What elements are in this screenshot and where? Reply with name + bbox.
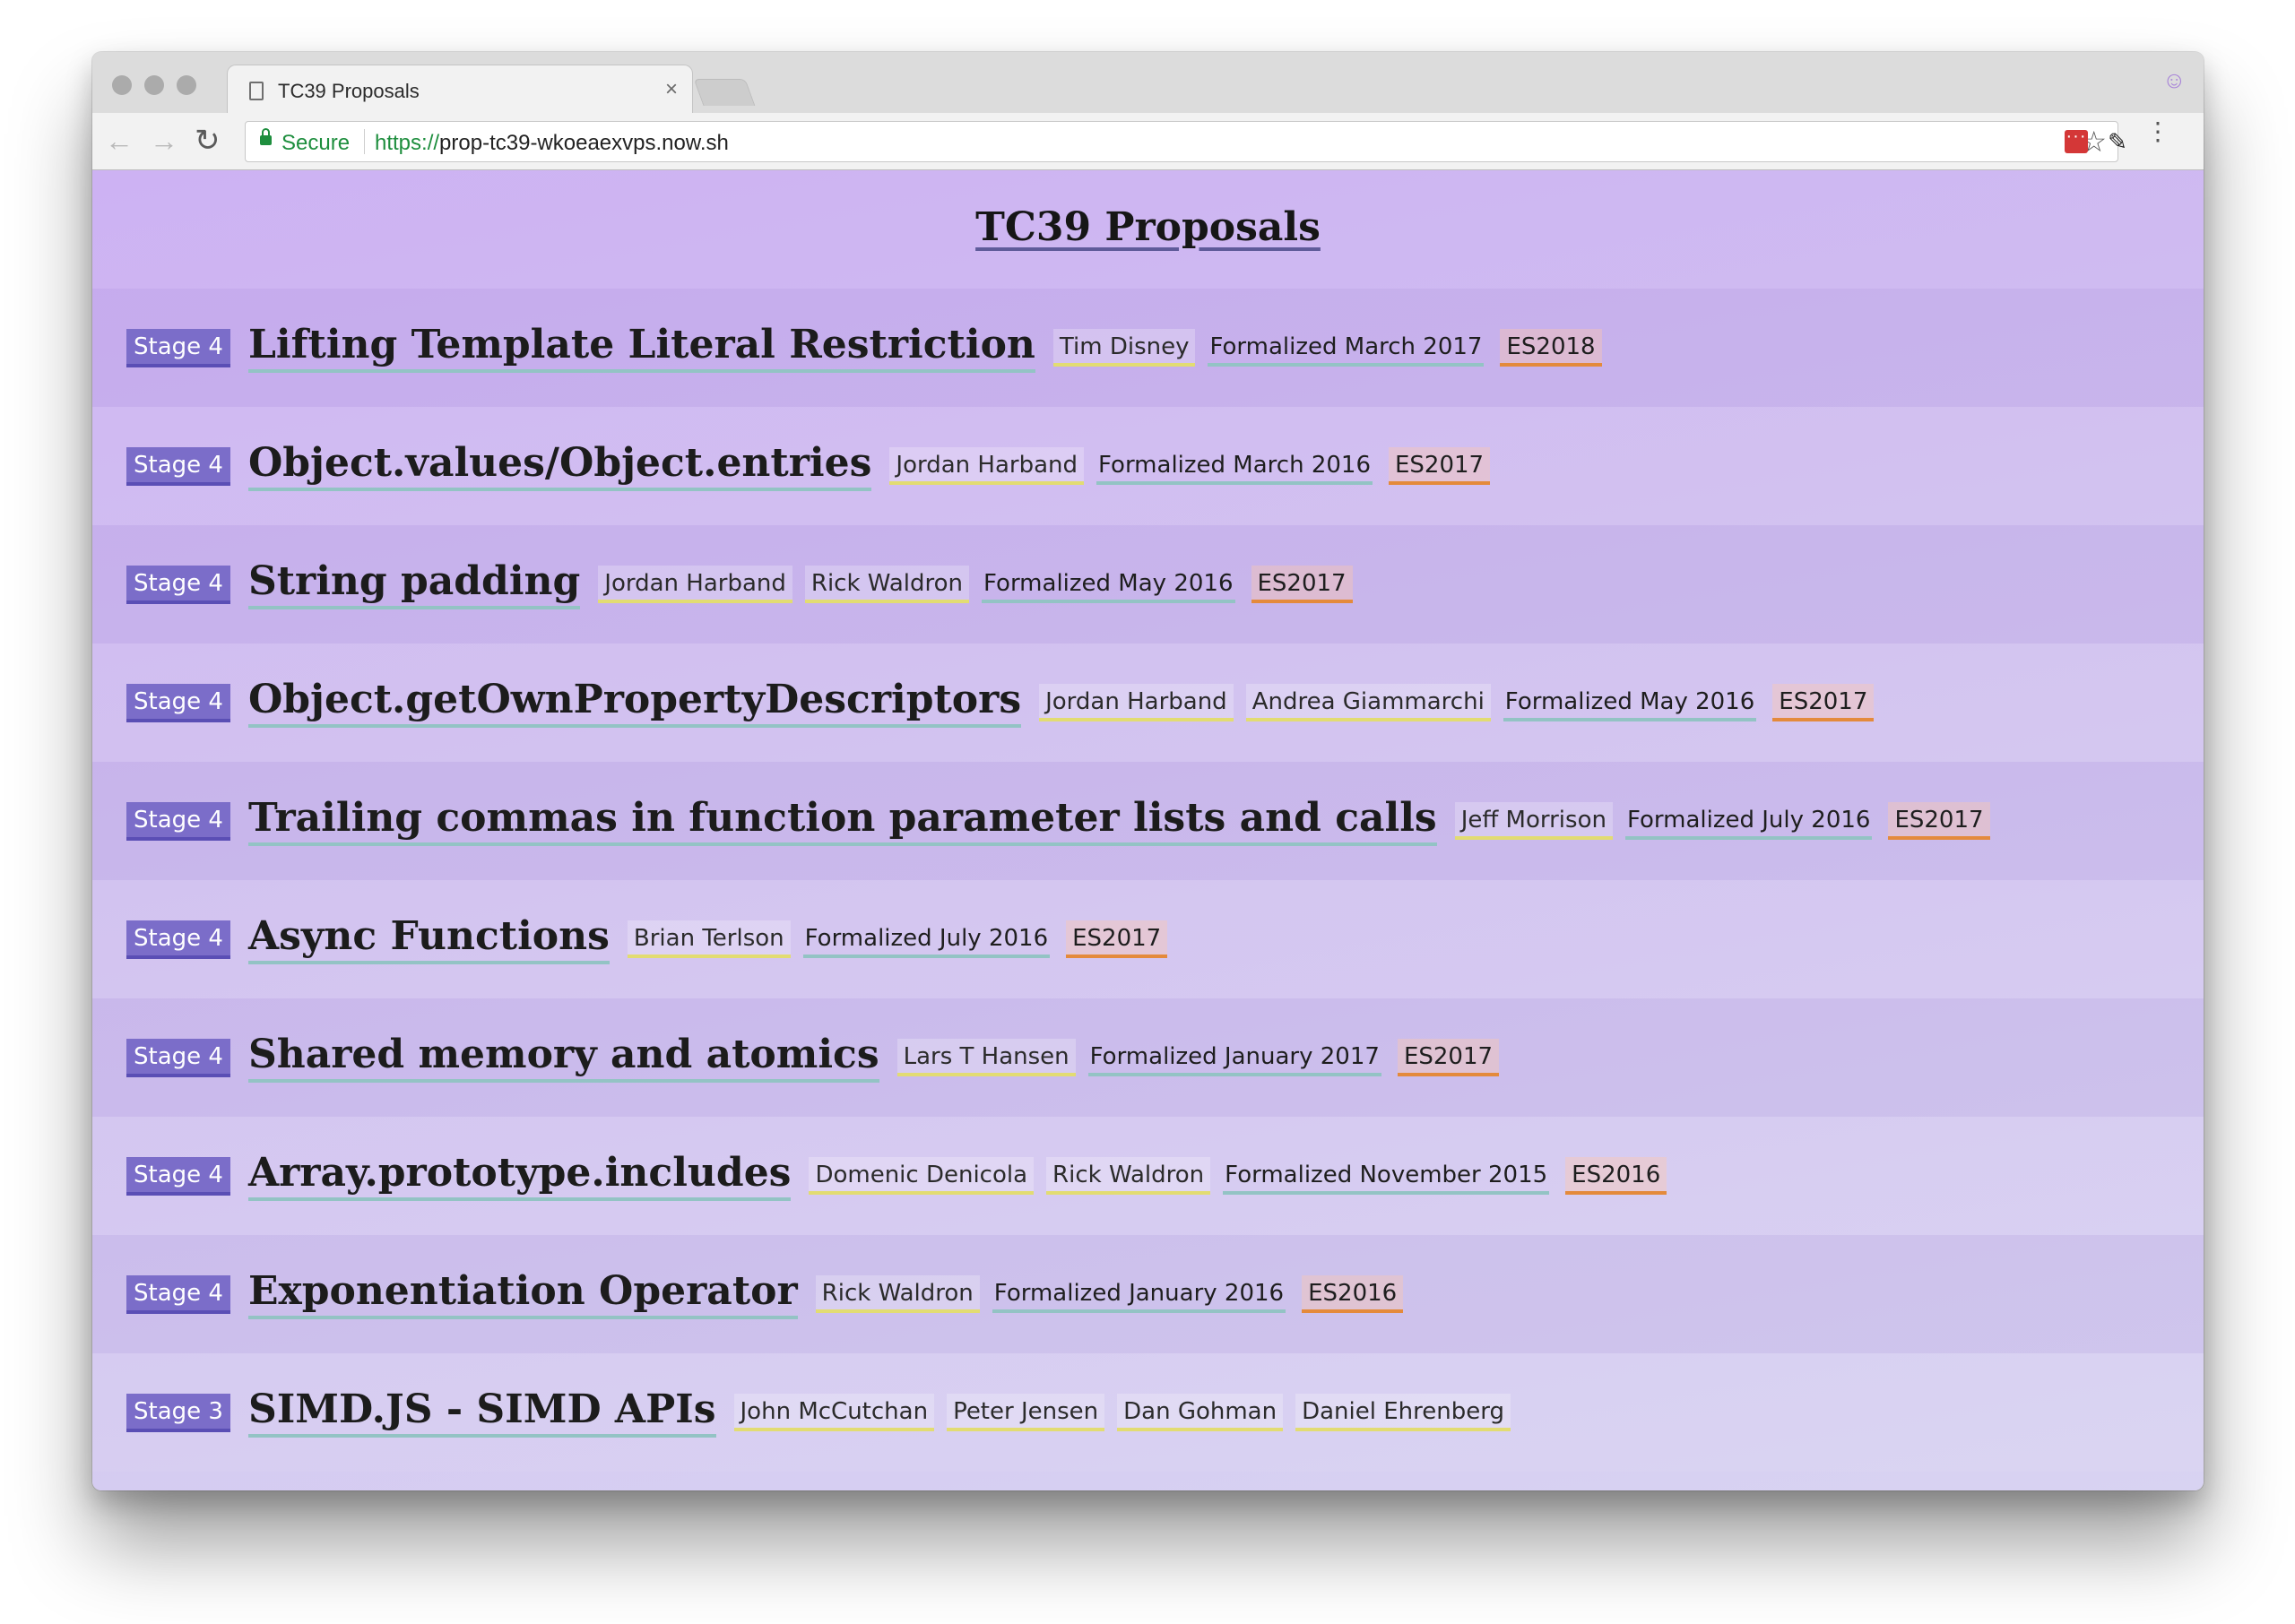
stage-badge: Stage 3	[126, 1393, 230, 1432]
champion-tag: Jordan Harband	[598, 566, 792, 603]
extension-icon[interactable]: ···	[2065, 127, 2088, 153]
es-version-badge: ES2016	[1565, 1157, 1667, 1195]
forward-icon[interactable]: →	[150, 125, 178, 157]
champion-tag: Rick Waldron	[1046, 1157, 1211, 1195]
formalized-date-link[interactable]: Formalized May 2016	[982, 566, 1235, 603]
proposal-title-link[interactable]: String padding	[247, 559, 581, 609]
champion-tag: Lars T Hansen	[896, 1039, 1076, 1076]
page-title[interactable]: TC39 Proposals	[975, 204, 1321, 250]
formalized-date-link[interactable]: Formalized May 2016	[1503, 684, 1757, 721]
url-text[interactable]: https://prop-tc39-wkoeaexvps.now.sh	[375, 131, 729, 156]
formalized-date-link[interactable]: Formalized March 2016	[1096, 447, 1373, 485]
back-icon[interactable]: ←	[105, 125, 134, 157]
proposal-title-link[interactable]: Shared memory and atomics	[247, 1032, 879, 1083]
profile-icon[interactable]: ☺	[2162, 66, 2187, 93]
stage-badge: Stage 4	[126, 920, 230, 959]
proposal-row: Stage 4 Object.values/Object.entries Jorda…	[92, 407, 2204, 525]
stage-badge: Stage 4	[126, 565, 230, 604]
stage-badge: Stage 4	[126, 1156, 230, 1196]
stage-badge: Stage 4	[126, 1038, 230, 1077]
champion-tag: John McCutchan	[733, 1394, 935, 1431]
champion-tag: Daniel Ehrenberg	[1295, 1394, 1511, 1431]
champion-tag: Jeff Morrison	[1454, 802, 1613, 840]
es-version-badge: ES2017	[1251, 566, 1353, 603]
stage-badge: Stage 4	[126, 328, 230, 367]
champion-tag: Rick Waldron	[804, 566, 970, 603]
proposal-title-link[interactable]: Array.prototype.includes	[247, 1151, 792, 1201]
proposal-title-link[interactable]: SIMD.JS - SIMD APIs	[247, 1387, 716, 1438]
toolbar: ← → ↻ Secure https://prop-tc39-wkoeaexvp…	[92, 113, 2204, 170]
stage-badge: Stage 4	[126, 683, 230, 722]
new-tab-icon[interactable]	[693, 79, 756, 106]
tab-title: TC39 Proposals	[278, 80, 420, 102]
proposal-row: Stage 3 SIMD.JS - SIMD APIs John McCutchan…	[92, 1353, 2204, 1472]
proposal-row: Stage 4 String padding Jordan Harband Rick …	[92, 525, 2204, 644]
proposal-row: Stage 4 Lifting Template Literal Restrict…	[92, 289, 2204, 407]
extension-icon[interactable]: ✎	[2108, 128, 2127, 155]
url-separator	[364, 129, 365, 154]
champion-tag: Dan Gohman	[1117, 1394, 1284, 1431]
proposal-row: Stage 4 Async Functions Brian Terlson Forma…	[92, 880, 2204, 998]
address-bar[interactable]: Secure https://prop-tc39-wkoeaexvps.now.…	[245, 121, 2118, 162]
reload-icon[interactable]: ↻	[195, 124, 221, 158]
close-icon[interactable]: ×	[664, 77, 678, 101]
proposal-title-link[interactable]: Object.getOwnPropertyDescriptors	[247, 678, 1022, 728]
es-version-badge: ES2017	[1888, 802, 1990, 840]
formalized-date-link[interactable]: Formalized January 2016	[992, 1275, 1286, 1313]
stage-badge: Stage 4	[126, 801, 230, 841]
proposal-title-link[interactable]: Trailing commas in function parameter li…	[247, 796, 1437, 846]
es-version-badge: ES2017	[1772, 684, 1875, 721]
proposal-title-link[interactable]: Lifting Template Literal Restriction	[247, 323, 1035, 373]
proposal-title-link[interactable]: Async Functions	[247, 914, 610, 964]
url-host: prop-tc39-wkoeaexvps.now.sh	[439, 131, 729, 155]
proposal-row: Stage 4 Array.prototype.includes Domenic D…	[92, 1117, 2204, 1235]
url-scheme: https://	[375, 131, 440, 155]
browser-window: TC39 Proposals × ☺ ← → ↻ Secure https://…	[92, 52, 2204, 1490]
stage-badge: Stage 4	[126, 1274, 230, 1314]
document-icon	[249, 82, 264, 100]
zoom-window-button[interactable]	[177, 75, 196, 95]
page-content: TC39 Proposals Stage 4 Lifting Template L…	[92, 170, 2204, 1490]
minimize-window-button[interactable]	[144, 75, 164, 95]
champion-tag: Tim Disney	[1052, 329, 1196, 367]
champion-tag: Brian Terlson	[627, 920, 791, 958]
es-version-badge: ES2017	[1397, 1039, 1500, 1076]
champion-tag: Domenic Denicola	[809, 1157, 1035, 1195]
es-version-badge: ES2018	[1500, 329, 1602, 367]
page-header: TC39 Proposals	[92, 170, 2204, 289]
champion-tag: Jordan Harband	[1039, 684, 1234, 721]
es-version-badge: ES2016	[1302, 1275, 1404, 1313]
menu-icon[interactable]: ⋮	[2145, 117, 2170, 145]
lock-icon	[260, 128, 272, 145]
formalized-date-link[interactable]: Formalized March 2017	[1208, 329, 1485, 367]
champion-tag: Peter Jensen	[947, 1394, 1105, 1431]
proposal-row: Stage 4 Exponentiation Operator Rick Waldr…	[92, 1235, 2204, 1353]
es-version-badge: ES2017	[1389, 447, 1491, 485]
close-window-button[interactable]	[112, 75, 132, 95]
formalized-date-link[interactable]: Formalized November 2015	[1223, 1157, 1550, 1195]
formalized-date-link[interactable]: Formalized July 2016	[1624, 802, 1873, 840]
proposal-row: Stage 4 Trailing commas in function param…	[92, 762, 2204, 880]
proposal-title-link[interactable]: Exponentiation Operator	[247, 1269, 798, 1319]
es-version-badge: ES2017	[1066, 920, 1168, 958]
tab-tc39-proposals[interactable]: TC39 Proposals ×	[227, 65, 693, 117]
tab-bar: TC39 Proposals × ☺	[92, 52, 2204, 117]
proposal-row: Stage 4 Object.getOwnPropertyDescriptors J…	[92, 644, 2204, 762]
champion-tag: Jordan Harband	[889, 447, 1085, 485]
formalized-date-link[interactable]: Formalized January 2017	[1087, 1039, 1381, 1076]
formalized-date-link[interactable]: Formalized July 2016	[802, 920, 1051, 958]
proposal-title-link[interactable]: Object.values/Object.entries	[247, 441, 872, 491]
proposal-row: Stage 4 Shared memory and atomics Lars T H…	[92, 998, 2204, 1117]
champion-tag: Rick Waldron	[815, 1275, 980, 1313]
stage-badge: Stage 4	[126, 446, 230, 486]
champion-tag: Andrea Giammarchi	[1245, 684, 1491, 721]
secure-label[interactable]: Secure	[281, 131, 351, 155]
